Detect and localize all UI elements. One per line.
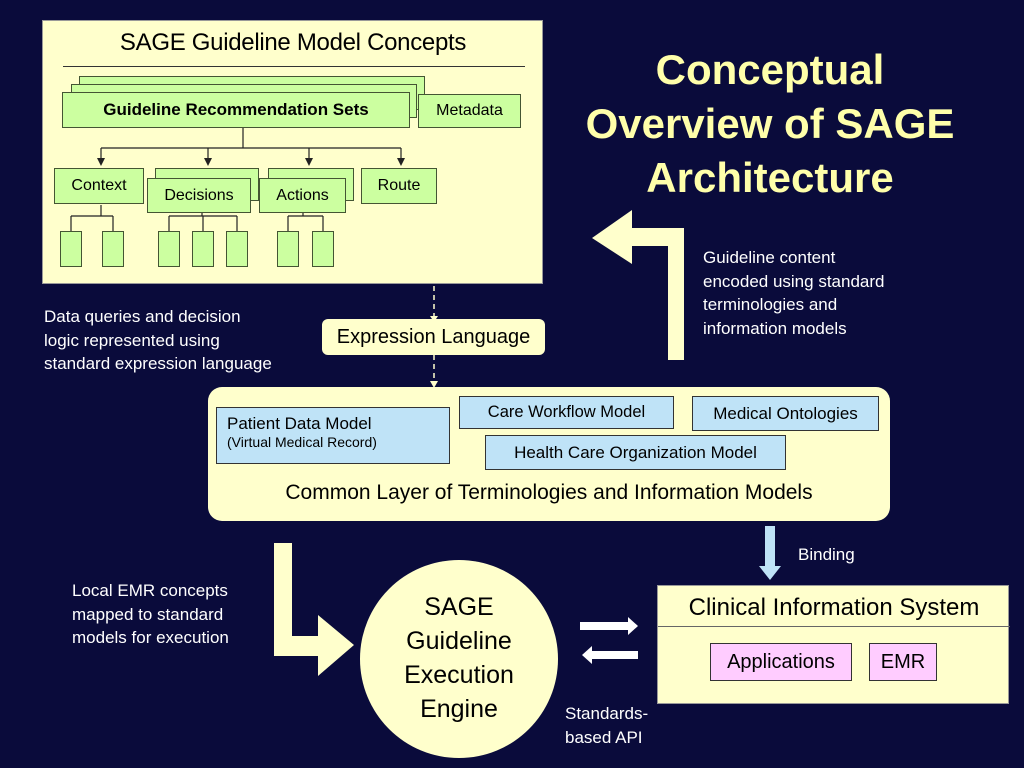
note-line: information models xyxy=(703,318,847,338)
metadata-label: Metadata xyxy=(436,102,503,119)
clinical-information-system-panel: Clinical Information System Applications… xyxy=(657,585,1010,704)
care-workflow-model-box: Care Workflow Model xyxy=(459,396,674,429)
leaf-box xyxy=(60,231,82,267)
guideline-model-concepts-panel: SAGE Guideline Model Concepts xyxy=(42,20,543,284)
route-label: Route xyxy=(377,177,421,194)
note-line: standard expression language xyxy=(44,354,272,373)
context-label: Context xyxy=(71,177,127,194)
concepts-heading: SAGE Guideline Model Concepts xyxy=(119,29,467,56)
binding-arrow xyxy=(759,526,781,580)
note-line: Local EMR concepts xyxy=(72,581,228,600)
route-box: Route xyxy=(361,168,437,204)
note-line: models for execution xyxy=(72,628,229,647)
medical-ontologies-box: Medical Ontologies xyxy=(692,396,879,431)
engine-line: Guideline xyxy=(406,627,512,655)
binding-note: Binding xyxy=(798,545,855,564)
emr-mapping-arrow xyxy=(274,543,354,676)
actions-label: Actions xyxy=(276,186,329,204)
engine-line: SAGE xyxy=(424,593,494,621)
slide-title: Conceptual Overview of SAGE Architecture xyxy=(560,43,980,205)
note-line: Standards- xyxy=(565,704,649,723)
context-box: Context xyxy=(54,168,144,204)
dashed-arrowhead-bottom xyxy=(430,381,438,388)
decisions-box: Decisions xyxy=(147,178,251,213)
guideline-recommendation-sets-label: Guideline Recommendation Sets xyxy=(103,100,369,119)
leaf-box xyxy=(158,231,180,267)
title-line-1: Conceptual xyxy=(655,46,885,93)
note-line: mapped to standard xyxy=(72,604,224,624)
expression-language-label: Expression Language xyxy=(336,326,531,348)
patient-data-model-box: Patient Data Model (Virtual Medical Reco… xyxy=(216,407,450,464)
leaf-box xyxy=(192,231,214,267)
leaf-box xyxy=(312,231,334,267)
patient-data-model-label: Patient Data Model xyxy=(227,414,372,433)
standards-api-note: Standards- based API xyxy=(565,702,648,749)
sage-execution-engine: SAGE Guideline Execution Engine xyxy=(360,560,558,758)
expression-language-box: Expression Language xyxy=(322,319,545,355)
emr-box: EMR xyxy=(869,643,937,681)
engine-line: Engine xyxy=(420,695,498,723)
decisions-label: Decisions xyxy=(164,186,234,204)
leaf-box xyxy=(277,231,299,267)
api-arrow-left xyxy=(582,646,638,664)
care-workflow-model-label: Care Workflow Model xyxy=(487,403,646,421)
clinical-system-title: Clinical Information System xyxy=(688,594,980,621)
api-arrow-right xyxy=(580,617,638,635)
health-care-organization-model-box: Health Care Organization Model xyxy=(485,435,786,470)
guideline-content-note: Guideline content encoded using standard… xyxy=(703,246,884,340)
title-line-2: Overview of SAGE xyxy=(585,100,955,147)
guideline-recommendation-sets-box: Guideline Recommendation Sets xyxy=(62,92,410,128)
common-layer-panel: Patient Data Model (Virtual Medical Reco… xyxy=(208,387,890,521)
metadata-box: Metadata xyxy=(418,94,521,128)
applications-label: Applications xyxy=(727,650,835,673)
title-line-3: Architecture xyxy=(646,154,894,201)
note-line: logic represented using xyxy=(44,330,220,350)
note-line: encoded using standard xyxy=(703,271,885,291)
note-line: Guideline content xyxy=(703,248,836,267)
emr-label: EMR xyxy=(880,650,926,673)
engine-line: Execution xyxy=(404,661,514,689)
note-line: terminologies and xyxy=(703,295,838,314)
leaf-box xyxy=(226,231,248,267)
medical-ontologies-label: Medical Ontologies xyxy=(713,404,858,423)
note-line: based API xyxy=(565,727,643,747)
concepts-heading-rule xyxy=(63,66,525,67)
data-queries-note: Data queries and decision logic represen… xyxy=(44,305,272,376)
note-line: Data queries and decision xyxy=(44,307,241,326)
leaf-box xyxy=(102,231,124,267)
actions-box: Actions xyxy=(259,178,346,213)
virtual-medical-record-label: (Virtual Medical Record) xyxy=(227,434,377,450)
local-emr-note: Local EMR concepts mapped to standard mo… xyxy=(72,579,229,650)
health-care-organization-model-label: Health Care Organization Model xyxy=(514,443,757,462)
big-upward-return-arrow xyxy=(592,210,684,360)
applications-box: Applications xyxy=(710,643,852,681)
clinical-system-title-rule xyxy=(658,626,1010,627)
common-layer-label: Common Layer of Terminologies and Inform… xyxy=(285,481,813,504)
